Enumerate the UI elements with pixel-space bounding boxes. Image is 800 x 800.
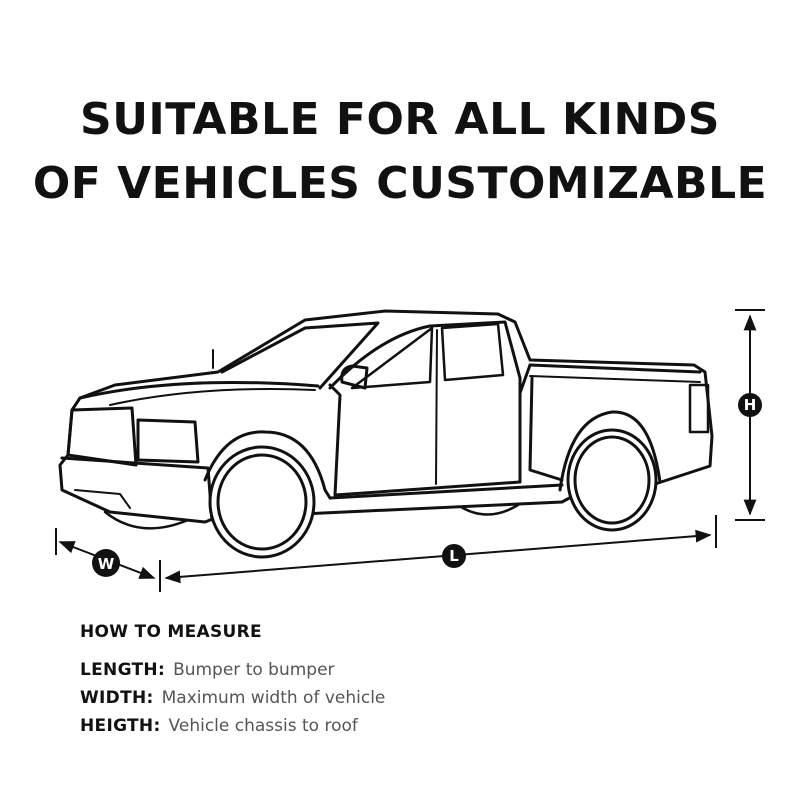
width-key: WIDTH: — [80, 688, 154, 708]
width-badge-label: W — [98, 555, 115, 573]
height-badge — [738, 393, 762, 417]
height-badge-label: H — [744, 396, 757, 414]
how-to-measure-title: HOW TO MEASURE — [80, 622, 262, 642]
length-badge-label: L — [449, 547, 459, 565]
measure-width-row: WIDTH: Maximum width of vehicle — [80, 684, 720, 712]
pickup-truck-illustration — [58, 309, 714, 559]
headline: SUITABLE FOR ALL KINDS OF VEHICLES CUSTO… — [0, 88, 800, 216]
length-dimension — [159, 515, 717, 592]
length-value: Bumper to bumper — [173, 660, 335, 680]
measure-length-row: LENGTH: Bumper to bumper — [80, 656, 720, 684]
height-key: HEIGTH: — [80, 716, 161, 736]
height-value: Vehicle chassis to roof — [168, 716, 358, 736]
length-badge — [442, 544, 466, 568]
length-key: LENGTH: — [80, 660, 166, 680]
headline-line-2: OF VEHICLES CUSTOMIZABLE — [32, 158, 768, 209]
width-value: Maximum width of vehicle — [161, 688, 386, 708]
how-to-measure: HOW TO MEASURE LENGTH: Bumper to bumper W… — [80, 622, 720, 740]
width-badge — [92, 549, 120, 577]
headline-line-1: SUITABLE FOR ALL KINDS — [80, 94, 720, 145]
measure-height-row: HEIGTH: Vehicle chassis to roof — [80, 712, 720, 740]
length-arrow-icon — [164, 529, 712, 584]
